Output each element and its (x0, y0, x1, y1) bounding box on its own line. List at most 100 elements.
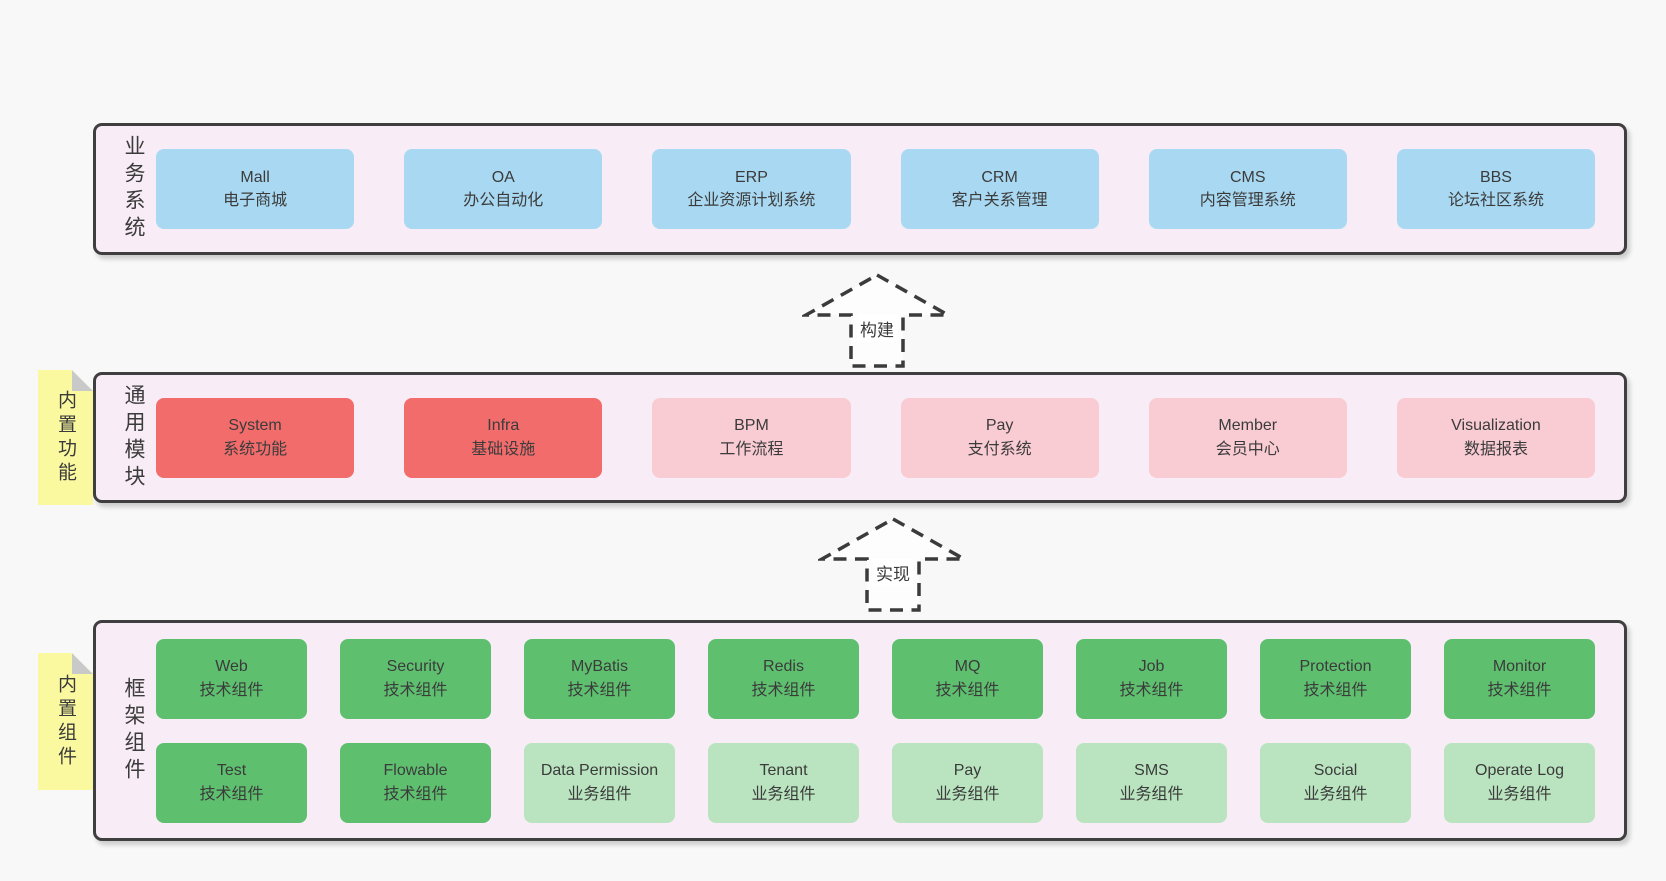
box-subtitle: 企业资源计划系统 (687, 192, 816, 209)
box-system: System 系统功能 (156, 397, 355, 478)
box-pay-component: Pay 业务组件 (892, 742, 1043, 823)
box-tenant: Tenant 业务组件 (708, 742, 859, 823)
box-title: Infra (487, 417, 520, 435)
box-title: Pay (985, 417, 1014, 435)
box-subtitle: 内容管理系统 (1199, 192, 1296, 209)
box-subtitle: 基础设施 (471, 440, 536, 458)
box-title: CMS (1229, 168, 1266, 186)
box-title: Tenant (759, 762, 808, 780)
box-subtitle: 技术组件 (1487, 681, 1552, 699)
box-mall: Mall 电子商城 (156, 149, 355, 229)
box-subtitle: 支付系统 (967, 440, 1032, 458)
box-security: Security 技术组件 (340, 638, 491, 719)
business-systems-side-label: 业务系统 (122, 135, 145, 243)
box-pay-module: Pay 支付系统 (900, 397, 1099, 478)
box-redis: Redis 技术组件 (708, 638, 859, 719)
box-subtitle: 技术组件 (199, 681, 264, 699)
box-title: Web (215, 658, 248, 676)
box-infra: Infra 基础设施 (404, 397, 603, 478)
common-modules-row: System 系统功能 Infra 基础设施 BPM 工作流程 Pay 支付系统… (156, 397, 1596, 478)
box-title: Job (1138, 658, 1165, 676)
box-subtitle: 技术组件 (383, 681, 448, 699)
common-modules-side-label: 通用模块 (122, 383, 145, 492)
box-subtitle: 业务组件 (751, 785, 816, 803)
built-in-features-note: 内置功能 (38, 370, 93, 505)
box-title: ERP (734, 168, 768, 186)
build-arrow: 构建 (802, 272, 952, 369)
box-erp: ERP 企业资源计划系统 (652, 149, 851, 229)
box-crm: CRM 客户关系管理 (900, 149, 1099, 229)
box-title: Operate Log (1475, 762, 1564, 780)
box-subtitle: 技术组件 (935, 681, 1000, 699)
box-title: Redis (763, 658, 804, 676)
box-title: Protection (1299, 658, 1372, 676)
box-subtitle: 电子商城 (223, 192, 288, 209)
build-arrow-label: 构建 (857, 315, 897, 342)
implement-arrow: 实现 (818, 516, 968, 613)
box-member: Member 会员中心 (1148, 397, 1347, 478)
box-subtitle: 客户关系管理 (951, 192, 1048, 209)
box-title: OA (491, 168, 515, 186)
framework-components-panel: 框架组件 Web 技术组件 Security 技术组件 MyBatis 技术组件… (93, 620, 1627, 841)
box-web: Web 技术组件 (156, 638, 307, 719)
box-subtitle: 技术组件 (751, 681, 816, 699)
box-bpm: BPM 工作流程 (652, 397, 851, 478)
box-visualization: Visualization 数据报表 (1396, 397, 1596, 478)
box-subtitle: 技术组件 (383, 785, 448, 803)
box-subtitle: 数据报表 (1463, 440, 1528, 458)
box-subtitle: 技术组件 (199, 785, 264, 803)
box-test: Test 技术组件 (156, 742, 307, 823)
note-fold-corner (72, 370, 93, 391)
box-title: BPM (734, 417, 769, 435)
box-operate-log: Operate Log 业务组件 (1444, 742, 1595, 823)
note-fold-corner (72, 653, 93, 674)
box-title: Data Permission (540, 762, 659, 780)
implement-arrow-label: 实现 (873, 559, 913, 586)
built-in-components-note: 内置组件 (38, 653, 93, 790)
note-text: 内置功能 (55, 389, 76, 486)
box-subtitle: 业务组件 (1487, 785, 1552, 803)
box-title: Flowable (383, 762, 448, 780)
box-title: Test (216, 762, 247, 780)
box-monitor: Monitor 技术组件 (1444, 638, 1595, 719)
box-subtitle: 会员中心 (1215, 440, 1280, 458)
box-flowable: Flowable 技术组件 (340, 742, 491, 823)
box-title: SMS (1134, 762, 1169, 780)
box-subtitle: 工作流程 (719, 440, 784, 458)
box-title: Monitor (1492, 658, 1547, 676)
box-subtitle: 系统功能 (223, 440, 288, 458)
box-subtitle: 业务组件 (567, 785, 632, 803)
box-subtitle: 技术组件 (567, 681, 632, 699)
box-title: Visualization (1451, 417, 1541, 435)
note-text: 内置组件 (55, 673, 76, 770)
box-subtitle: 业务组件 (1119, 785, 1184, 803)
box-data-permission: Data Permission 业务组件 (524, 742, 675, 823)
box-title: MQ (954, 658, 981, 676)
box-sms: SMS 业务组件 (1076, 742, 1227, 823)
box-protection: Protection 技术组件 (1260, 638, 1411, 719)
box-title: Mall (240, 168, 270, 186)
box-mq: MQ 技术组件 (892, 638, 1043, 719)
box-subtitle: 技术组件 (1119, 681, 1184, 699)
box-subtitle: 技术组件 (1303, 681, 1368, 699)
box-title: System (228, 417, 282, 435)
box-subtitle: 办公自动化 (463, 192, 544, 209)
business-systems-panel: 业务系统 Mall 电子商城 OA 办公自动化 ERP 企业资源计划系统 CRM… (93, 123, 1627, 255)
box-title: Pay (953, 762, 982, 780)
box-cms: CMS 内容管理系统 (1148, 149, 1347, 229)
box-subtitle: 业务组件 (1303, 785, 1368, 803)
box-title: BBS (1479, 168, 1512, 186)
box-title: Member (1218, 417, 1278, 435)
box-social: Social 业务组件 (1260, 742, 1411, 823)
box-mybatis: MyBatis 技术组件 (524, 638, 675, 719)
box-title: Security (386, 658, 445, 676)
business-systems-row: Mall 电子商城 OA 办公自动化 ERP 企业资源计划系统 CRM 客户关系… (156, 149, 1596, 229)
box-bbs: BBS 论坛社区系统 (1396, 149, 1596, 229)
box-title: MyBatis (571, 658, 628, 676)
box-title: CRM (981, 168, 1018, 186)
box-title: Social (1313, 762, 1358, 780)
box-oa: OA 办公自动化 (404, 149, 603, 229)
box-subtitle: 论坛社区系统 (1447, 192, 1544, 209)
box-subtitle: 业务组件 (935, 785, 1000, 803)
